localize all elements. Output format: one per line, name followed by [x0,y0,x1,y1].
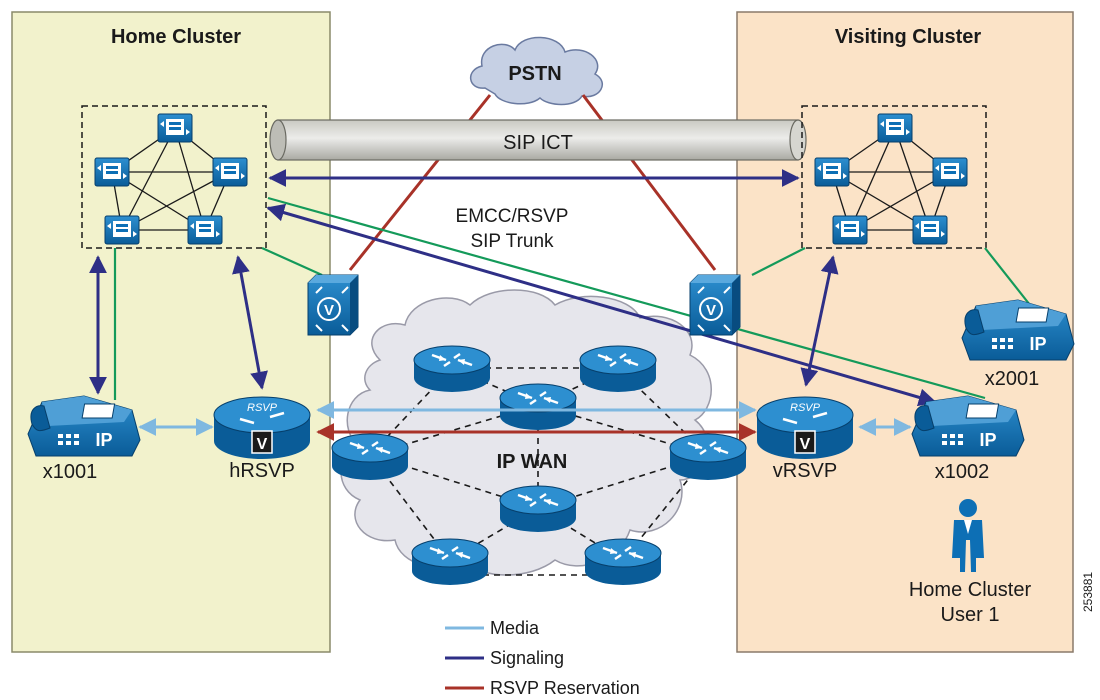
home-cm-server-left [94,157,130,187]
legend-media-label: Media [490,618,540,638]
home-cm-server-right [212,157,248,187]
user-label-line1: Home Cluster [909,579,1032,601]
phone-x2001-badge: IP [1029,334,1046,354]
home-cm-server-top [157,113,193,143]
visiting-cm-server-right [932,157,968,187]
phone-x1002: IP [911,395,1025,457]
wan-router-3 [498,382,578,432]
figure-id: 253881 [1081,572,1095,612]
visiting-cm-server-left [814,157,850,187]
visiting-router-badge: V [800,436,811,453]
visiting-rsvp-router: RSVP V [756,396,854,459]
user-label-line2: User 1 [941,604,1000,626]
phone-x2001: IP [961,299,1075,361]
visiting-voice-gateway: V [689,274,741,336]
home-cluster-box [81,105,267,249]
home-voice-gateway: V [307,274,359,336]
visiting-gateway-badge: V [706,302,716,319]
home-rsvp-router: RSVP V [213,396,311,459]
sip-ict-label: SIP ICT [503,132,573,154]
home-gateway-badge: V [324,302,334,319]
phone-x1001: IP [27,395,141,457]
wan-router-1 [412,344,492,394]
visiting-cluster-box [801,105,987,249]
pstn-cloud: PSTN [470,36,603,106]
wan-router-6 [498,484,578,534]
user-person-icon [952,499,984,572]
wan-router-8 [583,537,663,587]
wan-router-5 [668,432,748,482]
ip-wan-label: IP WAN [497,451,568,473]
home-router-label: hRSVP [229,460,295,482]
home-cm-server-bottom-left [104,215,140,245]
phone-x1002-badge: IP [979,430,996,450]
home-cluster-title: Home Cluster [111,26,241,48]
legend-signaling-label: Signaling [490,648,564,668]
visiting-cm-server-bottom-left [832,215,868,245]
media-arrows [138,401,912,436]
emcc-label-line1: EMCC/RSVP [456,206,569,227]
home-cm-server-bottom-right [187,215,223,245]
legend: Media Signaling RSVP Reservation [445,618,640,698]
home-cluster-region [11,11,331,653]
phone-x2001-label: x2001 [985,368,1040,390]
home-router-top-text: RSVP [247,402,278,414]
legend-rsvp-label: RSVP Reservation [490,678,640,698]
wan-router-4 [330,432,410,482]
sip-ict-trunk: SIP ICT [269,119,807,161]
home-router-badge: V [257,436,268,453]
emcc-label-line2: SIP Trunk [470,231,554,252]
phone-x1002-label: x1002 [935,461,990,483]
visiting-cluster-title: Visiting Cluster [835,26,982,48]
visiting-cm-server-top [877,113,913,143]
visiting-router-top-text: RSVP [790,402,821,414]
visiting-router-label: vRSVP [773,460,837,482]
phone-x1001-badge: IP [95,430,112,450]
visiting-cm-server-bottom-right [912,215,948,245]
signaling-arrows [89,169,937,407]
pstn-label: PSTN [508,63,561,85]
phone-x1001-label: x1001 [43,461,98,483]
wan-router-7 [410,537,490,587]
wan-router-2 [578,344,658,394]
